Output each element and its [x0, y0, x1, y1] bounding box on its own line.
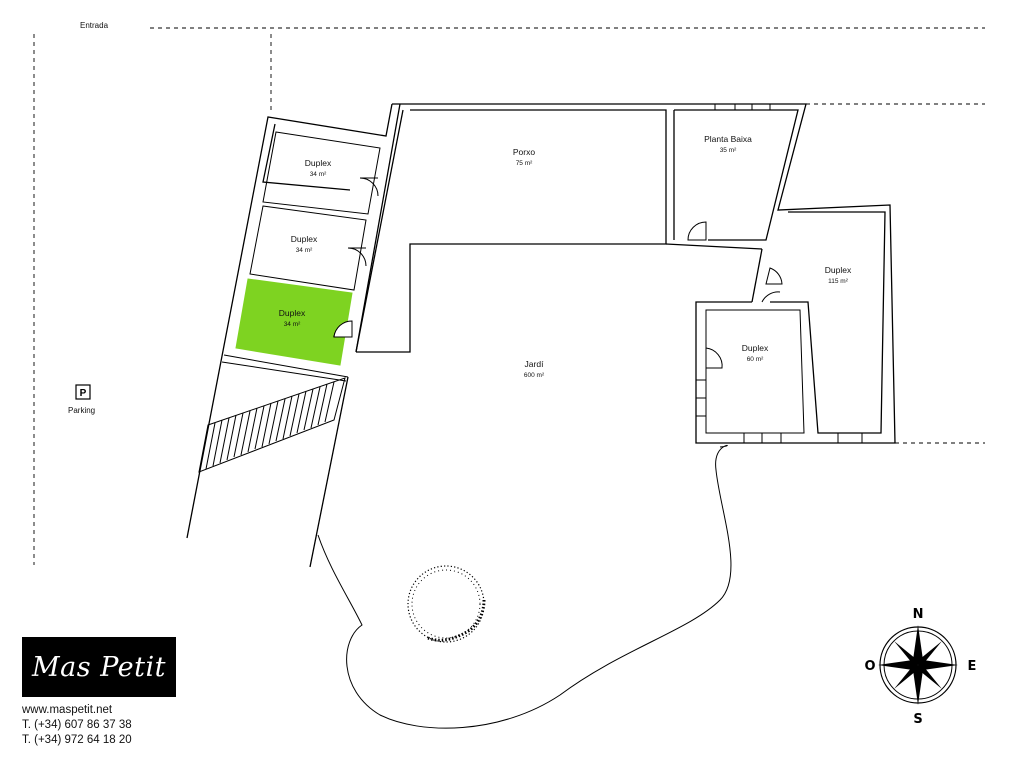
main-building [356, 103, 896, 444]
room-area: 600 m² [524, 372, 545, 379]
compass-rose-icon: N S E O [864, 607, 976, 727]
parking-icon: P [75, 384, 91, 400]
compass-south: S [913, 712, 922, 727]
room-labels: Duplex 34 m² Duplex 34 m² Duplex 34 m² P… [279, 134, 852, 379]
room-name: Duplex [279, 308, 306, 318]
svg-text:P: P [80, 388, 87, 399]
parking-label: Parking [68, 406, 95, 415]
room-name: Duplex [825, 265, 852, 275]
room-name: Jardí [525, 359, 545, 369]
room-name: Duplex [291, 234, 318, 244]
room-name: Planta Baixa [704, 134, 752, 144]
highlighted-duplex[interactable] [235, 278, 353, 366]
room-area: 34 m² [284, 321, 301, 328]
room-area: 60 m² [747, 356, 764, 363]
room-area: 75 m² [516, 160, 533, 167]
room-name: Duplex [305, 158, 332, 168]
contact-info: www.maspetit.net T. (+34) 607 86 37 38 T… [22, 703, 132, 748]
compass-west: O [864, 659, 875, 674]
logo-text: Mas Petit [32, 651, 166, 683]
room-name: Duplex [742, 343, 769, 353]
left-wing-walls [186, 103, 404, 568]
phone-2: T. (+34) 972 64 18 20 [22, 734, 132, 746]
brand-logo: Mas Petit [22, 637, 176, 697]
garden-outline [317, 444, 732, 729]
room-area: 34 m² [296, 247, 313, 254]
compass-north: N [913, 607, 924, 622]
room-name: Porxo [513, 147, 535, 157]
compass-east: E [968, 659, 977, 674]
property-boundary [33, 27, 985, 565]
phone-1: T. (+34) 607 86 37 38 [22, 719, 132, 731]
room-area: 35 m² [720, 147, 737, 154]
tree-icon [407, 565, 486, 643]
stairs [198, 377, 346, 473]
room-area: 115 m² [828, 278, 849, 285]
entrance-label: Entrada [80, 21, 109, 30]
website-link[interactable]: www.maspetit.net [22, 704, 113, 716]
room-area: 34 m² [310, 171, 327, 178]
